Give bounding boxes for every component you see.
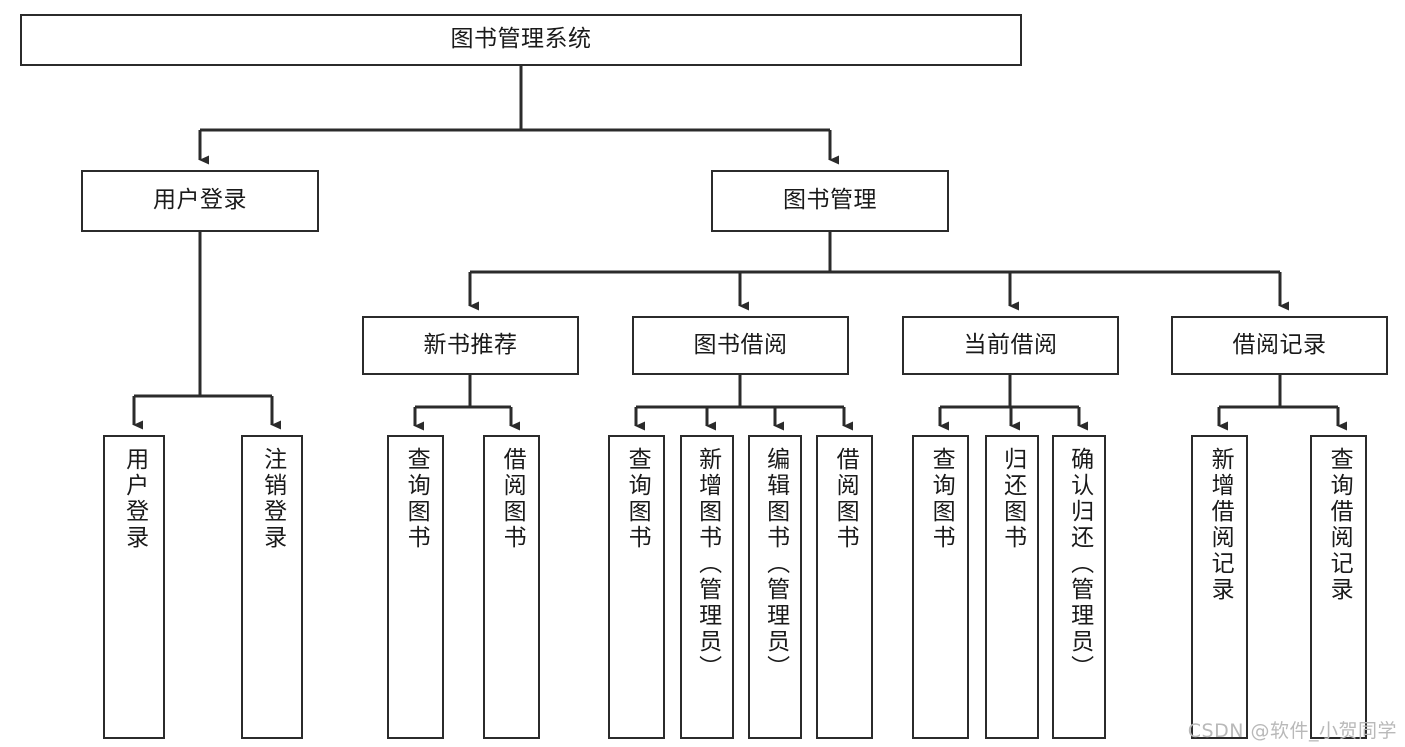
node-leaf-logout[interactable]: 注销登录 (241, 435, 303, 739)
node-leaf-add-record-label: 新增借阅记录 (1207, 447, 1234, 603)
node-book-management-label: 图书管理 (783, 187, 877, 214)
node-leaf-return-book[interactable]: 归还图书 (985, 435, 1039, 739)
node-leaf-query-book-3[interactable]: 查询图书 (912, 435, 969, 739)
node-leaf-query-book-3-label: 查询图书 (928, 447, 955, 551)
node-leaf-add-book[interactable]: 新增图书（管理员） (680, 435, 734, 739)
node-book-borrow-label: 图书借阅 (693, 331, 788, 358)
node-borrow-record[interactable]: 借阅记录 (1171, 316, 1388, 375)
node-leaf-query-book-2-label: 查询图书 (624, 447, 651, 551)
node-leaf-query-record-label: 查询借阅记录 (1326, 447, 1353, 603)
node-root-label: 图书管理系统 (450, 26, 592, 53)
node-leaf-user-login-label: 用户登录 (121, 447, 148, 551)
node-leaf-query-book-2[interactable]: 查询图书 (608, 435, 665, 739)
node-leaf-user-login[interactable]: 用户登录 (103, 435, 165, 739)
node-leaf-edit-book[interactable]: 编辑图书（管理员） (748, 435, 802, 739)
node-user-login-label: 用户登录 (153, 187, 247, 214)
node-current-borrow-label: 当前借阅 (963, 331, 1058, 358)
node-leaf-query-book-1-label: 查询图书 (403, 447, 430, 551)
node-book-borrow[interactable]: 图书借阅 (632, 316, 849, 375)
node-user-login[interactable]: 用户登录 (81, 170, 319, 232)
node-root[interactable]: 图书管理系统 (20, 14, 1022, 66)
node-new-book-recommend-label: 新书推荐 (423, 331, 518, 358)
node-leaf-query-book-1[interactable]: 查询图书 (387, 435, 444, 739)
node-borrow-record-label: 借阅记录 (1232, 331, 1327, 358)
node-leaf-borrow-book-2[interactable]: 借阅图书 (816, 435, 873, 739)
node-current-borrow[interactable]: 当前借阅 (902, 316, 1119, 375)
node-leaf-add-book-label: 新增图书（管理员） (694, 447, 721, 681)
watermark-text: CSDN @软件_小贺同学 (1187, 720, 1397, 742)
node-leaf-edit-book-label: 编辑图书（管理员） (762, 447, 789, 681)
node-leaf-logout-label: 注销登录 (259, 447, 286, 551)
node-book-management[interactable]: 图书管理 (711, 170, 949, 232)
node-leaf-confirm-return-label: 确认归还（管理员） (1066, 447, 1093, 681)
node-leaf-borrow-book-1-label: 借阅图书 (499, 447, 526, 551)
node-leaf-borrow-book-2-label: 借阅图书 (832, 447, 859, 551)
node-leaf-borrow-book-1[interactable]: 借阅图书 (483, 435, 540, 739)
node-new-book-recommend[interactable]: 新书推荐 (362, 316, 579, 375)
node-leaf-add-record[interactable]: 新增借阅记录 (1191, 435, 1248, 739)
node-leaf-return-book-label: 归还图书 (999, 447, 1026, 551)
node-leaf-confirm-return[interactable]: 确认归还（管理员） (1052, 435, 1106, 739)
node-leaf-query-record[interactable]: 查询借阅记录 (1310, 435, 1367, 739)
